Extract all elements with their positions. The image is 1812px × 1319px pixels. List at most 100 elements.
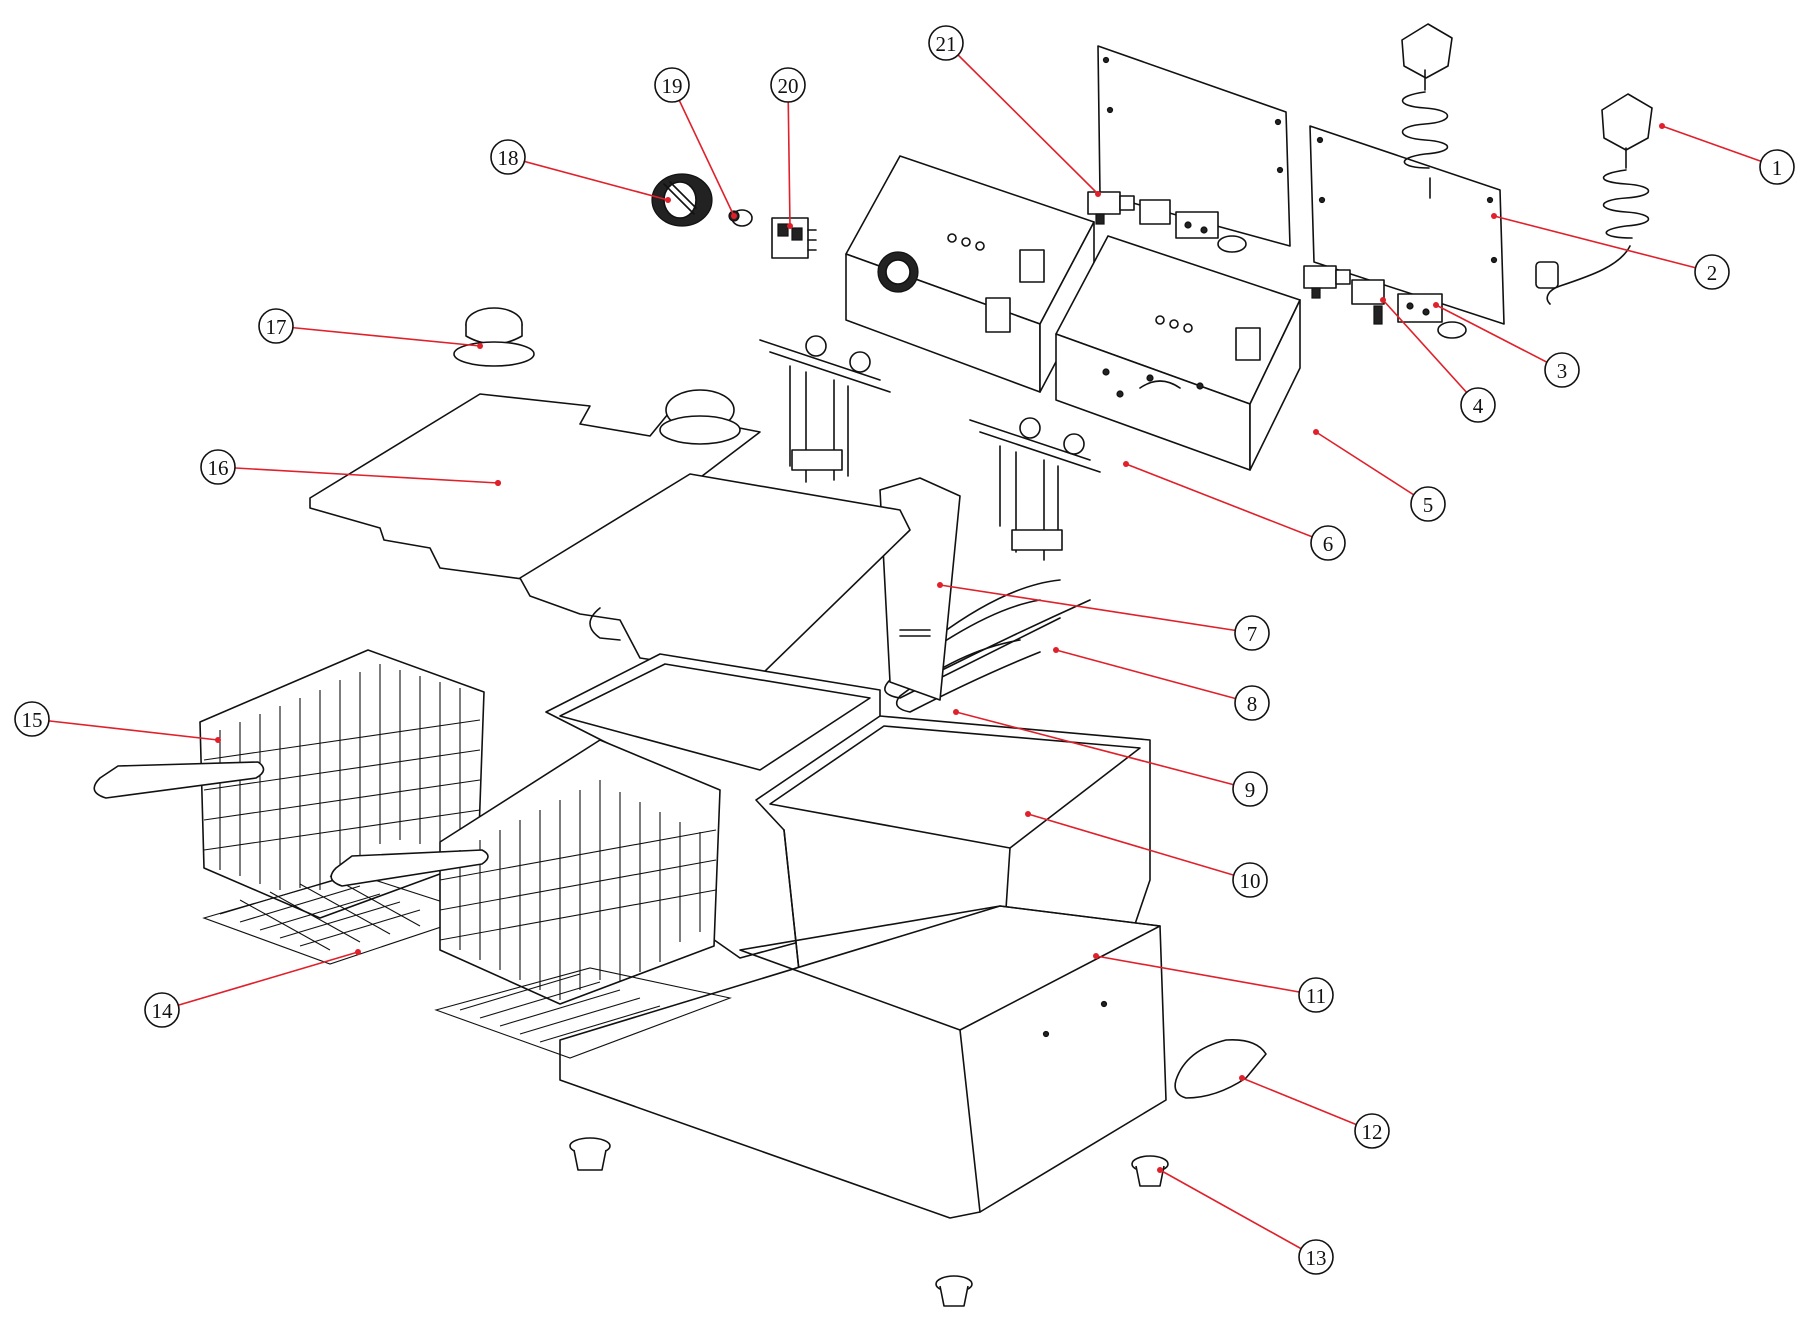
leader-line-3 [1435, 304, 1563, 371]
callout-number-21: 21 [936, 32, 957, 56]
callout-bubble-14 [144, 992, 180, 1028]
fryer-body [559, 905, 1167, 1219]
leader-line-11 [1095, 955, 1317, 996]
control-housing-right [1055, 235, 1301, 471]
terminal-block-right [1397, 293, 1467, 339]
callout-bubble-9 [1232, 771, 1268, 807]
callout-bubble-8 [1234, 685, 1270, 721]
leader-dot-5 [1313, 429, 1319, 435]
callout-11: 11 [1093, 953, 1334, 1013]
leader-dot-8 [1053, 647, 1059, 653]
callout-number-17: 17 [266, 315, 287, 339]
callout-bubble-12 [1354, 1113, 1390, 1149]
leader-line-8 [1055, 649, 1253, 704]
leader-line-12 [1241, 1077, 1373, 1132]
heating-element-left [759, 335, 891, 483]
callout-2: 2 [1491, 213, 1730, 290]
leader-line-18 [507, 156, 669, 201]
callout-bubble-10 [1232, 862, 1268, 898]
lid-knob [453, 307, 535, 367]
callout-bubble-13 [1298, 1239, 1334, 1275]
leader-dot-11 [1093, 953, 1099, 959]
callout-bubble-18 [490, 139, 526, 175]
rear-panel-plate-right [1309, 125, 1505, 325]
thermostat-right [1303, 265, 1351, 299]
foot-3 [935, 1275, 973, 1307]
callout-number-9: 9 [1245, 778, 1256, 802]
callout-bubble-11 [1298, 977, 1334, 1013]
callout-number-4: 4 [1473, 394, 1484, 418]
callout-number-3: 3 [1557, 359, 1568, 383]
leader-dot-20 [787, 223, 793, 229]
callout-bubble-7 [1234, 615, 1270, 651]
callout-12: 12 [1239, 1075, 1390, 1149]
leader-line-7 [939, 584, 1253, 634]
fry-basket-right [330, 739, 732, 1059]
callout-bubble-19 [654, 67, 690, 103]
rocker-switch [771, 217, 817, 259]
leader-dot-2 [1491, 213, 1497, 219]
heating-element-right [884, 417, 1101, 713]
control-housing-left [845, 155, 1095, 393]
callout-number-19: 19 [662, 74, 683, 98]
leader-dot-3 [1433, 302, 1439, 308]
callout-bubble-17 [258, 308, 294, 344]
callout-bubble-5 [1410, 486, 1446, 522]
callout-1: 1 [1659, 123, 1795, 185]
callout-18: 18 [490, 139, 671, 203]
rear-panel-plate-left [1097, 45, 1291, 247]
side-handle [1174, 1038, 1267, 1099]
leader-line-10 [1027, 813, 1251, 881]
leader-line-16 [217, 466, 499, 484]
callout-8: 8 [1053, 647, 1270, 721]
leader-line-14 [161, 951, 359, 1011]
leader-line-20 [787, 84, 791, 227]
leader-dot-17 [477, 343, 483, 349]
callout-number-5: 5 [1423, 493, 1434, 517]
callout-19: 19 [654, 67, 737, 219]
thermostat-knob [651, 173, 713, 227]
leader-dot-19 [731, 213, 737, 219]
callout-number-1: 1 [1772, 156, 1783, 180]
callout-16: 16 [200, 449, 501, 486]
callout-9: 9 [953, 709, 1268, 807]
callout-number-7: 7 [1247, 622, 1258, 646]
callout-bubble-16 [200, 449, 236, 485]
callout-15: 15 [14, 701, 221, 743]
callout-bubble-20 [770, 67, 806, 103]
leader-dot-15 [215, 737, 221, 743]
leader-line-6 [1125, 463, 1329, 544]
leader-line-13 [1159, 1169, 1317, 1258]
callout-number-14: 14 [152, 999, 174, 1023]
switch-box-right [1351, 279, 1385, 325]
callout-bubble-3 [1544, 352, 1580, 388]
leader-dot-21 [1095, 191, 1101, 197]
leader-line-4 [1382, 299, 1479, 406]
terminal-block-left [1139, 199, 1247, 253]
fry-basket-left [93, 649, 485, 965]
leader-line-2 [1493, 215, 1713, 273]
leader-line-9 [955, 711, 1251, 790]
leader-dot-7 [937, 582, 943, 588]
callout-number-18: 18 [498, 146, 519, 170]
leader-dot-14 [355, 949, 361, 955]
callout-number-13: 13 [1306, 1246, 1327, 1270]
callout-13: 13 [1157, 1167, 1334, 1275]
callout-14: 14 [144, 949, 361, 1028]
leader-line-21 [945, 42, 1099, 195]
leader-dot-18 [665, 197, 671, 203]
power-plug-left [1401, 23, 1453, 199]
callout-7: 7 [937, 582, 1270, 651]
callout-bubble-4 [1460, 387, 1496, 423]
callout-number-15: 15 [22, 708, 43, 732]
callout-bubble-6 [1310, 525, 1346, 561]
callout-number-12: 12 [1362, 1120, 1383, 1144]
leader-line-19 [671, 84, 735, 217]
callout-6: 6 [1123, 461, 1346, 561]
callout-3: 3 [1433, 302, 1580, 388]
leader-dot-10 [1025, 811, 1031, 817]
callout-20: 20 [770, 67, 806, 229]
callout-number-20: 20 [778, 74, 799, 98]
